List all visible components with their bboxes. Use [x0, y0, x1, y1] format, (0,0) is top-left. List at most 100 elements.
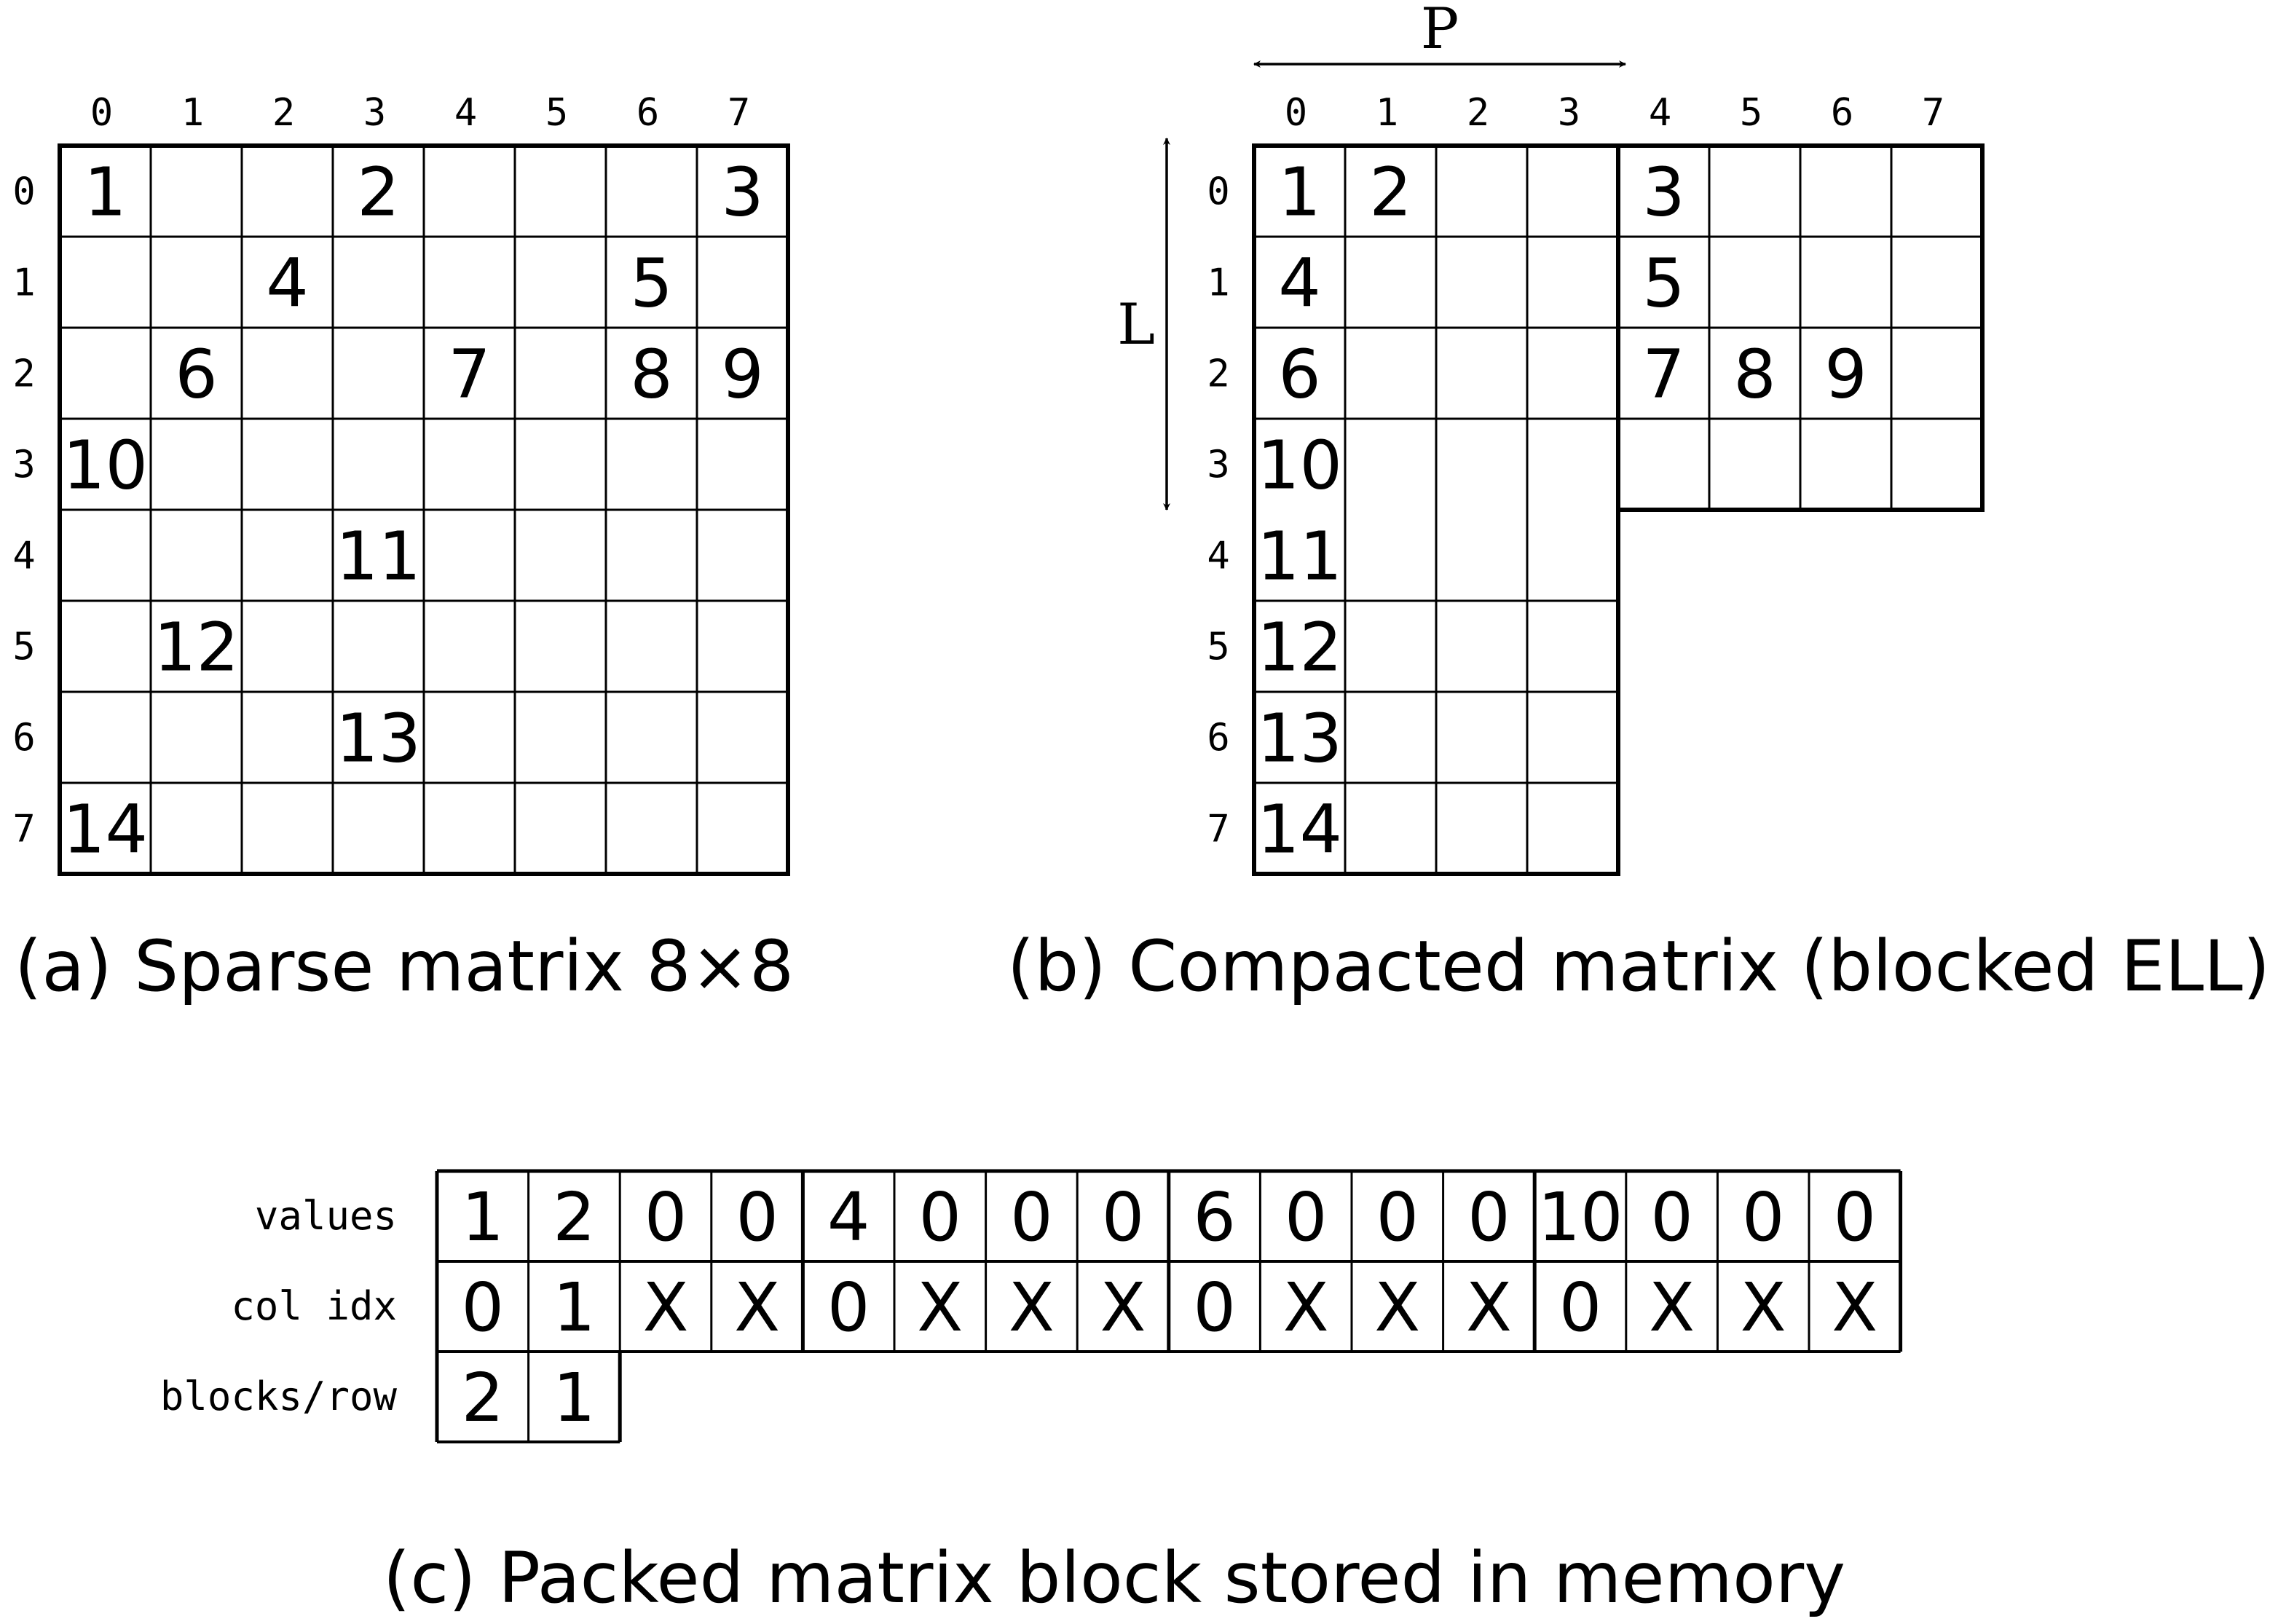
matrix-entry: 11	[336, 518, 421, 596]
packed-cell: 1	[462, 1178, 505, 1256]
matrix-entry: 4	[266, 245, 309, 323]
matrix-entry: 9	[721, 336, 764, 414]
matrix-entry: 8	[1733, 336, 1776, 414]
row-index: 3	[1207, 444, 1229, 487]
packed-cell: 0	[462, 1269, 505, 1347]
matrix-entry: 13	[1257, 700, 1342, 778]
column-index: 6	[1831, 91, 1853, 135]
packed-cell: 0	[919, 1178, 962, 1256]
column-index: 5	[1740, 91, 1762, 135]
packed-cell: X	[1283, 1269, 1329, 1347]
matrix-entry: 12	[154, 609, 239, 687]
column-index: 2	[272, 91, 295, 135]
packed-cell: 0	[827, 1269, 870, 1347]
matrix-border	[1252, 143, 1985, 876]
matrix-border	[58, 143, 790, 876]
p-dimension-label: P	[1421, 0, 1459, 62]
matrix-entry: 9	[1824, 336, 1867, 414]
packed-cell: X	[1741, 1269, 1786, 1347]
caption-sparse-matrix: (a) Sparse matrix 8×8	[15, 926, 794, 1007]
matrix-entry: 4	[1278, 245, 1321, 323]
row-index: 0	[12, 170, 35, 214]
packed-cell: 4	[827, 1178, 870, 1256]
packed-cell: X	[1100, 1269, 1146, 1347]
packed-cell: X	[1009, 1269, 1055, 1347]
packed-cell: 0	[736, 1178, 779, 1256]
packed-cell: 0	[1010, 1178, 1053, 1256]
packed-row-label: col idx	[231, 1283, 397, 1329]
row-index: 6	[1207, 717, 1229, 760]
packed-cell: X	[1832, 1269, 1877, 1347]
packed-cell: X	[734, 1269, 780, 1347]
packed-cell: X	[1374, 1269, 1420, 1347]
packed-cell: 0	[1650, 1178, 1693, 1256]
packed-cell: 0	[1285, 1178, 1328, 1256]
column-index: 0	[90, 91, 113, 135]
packed-cell: 1	[553, 1359, 596, 1437]
caption-compacted-matrix: (b) Compacted matrix (blocked ELL)	[1007, 926, 2270, 1007]
matrix-entry: 2	[357, 154, 400, 232]
row-index: 1	[1207, 261, 1229, 305]
packed-cell: 0	[1193, 1269, 1236, 1347]
column-index: 2	[1467, 91, 1489, 135]
matrix-entry: 5	[630, 245, 673, 323]
row-index: 2	[12, 352, 35, 396]
row-index: 5	[1207, 626, 1229, 669]
row-index: 4	[1207, 535, 1229, 578]
packed-cell: 0	[1834, 1178, 1877, 1256]
matrix-entry: 14	[63, 791, 148, 869]
column-index: 1	[181, 91, 204, 135]
column-index: 4	[1649, 91, 1671, 135]
matrix-entry: 6	[1278, 336, 1321, 414]
row-index: 4	[12, 535, 35, 578]
matrix-entry: 1	[84, 154, 127, 232]
packed-cell: X	[1649, 1269, 1695, 1347]
column-index: 5	[545, 91, 568, 135]
packed-cell: 6	[1193, 1178, 1236, 1256]
matrix-entry: 11	[1257, 518, 1342, 596]
matrix-entry: 8	[630, 336, 673, 414]
packed-cell: 10	[1537, 1178, 1623, 1256]
row-index: 0	[1207, 170, 1229, 214]
l-dimension-label: L	[1117, 292, 1155, 358]
matrix-entry: 3	[721, 154, 764, 232]
row-index: 6	[12, 717, 35, 760]
packed-cell: 0	[1102, 1178, 1145, 1256]
column-index: 0	[1285, 91, 1307, 135]
matrix-entry: 1	[1278, 154, 1321, 232]
matrix-entry: 5	[1642, 245, 1685, 323]
row-index: 1	[12, 261, 35, 305]
packed-cell: 2	[462, 1359, 505, 1437]
packed-cell: 0	[645, 1178, 687, 1256]
caption-packed-matrix: (c) Packed matrix block stored in memory	[383, 1537, 1845, 1619]
matrix-entry: 7	[448, 336, 491, 414]
packed-cell: 1	[553, 1269, 596, 1347]
row-index: 2	[1207, 352, 1229, 396]
column-index: 1	[1376, 91, 1398, 135]
matrix-entry: 14	[1257, 791, 1342, 869]
matrix-entry: 6	[175, 336, 218, 414]
matrix-entry: 13	[336, 700, 421, 778]
packed-cell: 0	[1742, 1178, 1785, 1256]
packed-cell: X	[917, 1269, 963, 1347]
row-index: 7	[1207, 808, 1229, 851]
matrix-entry: 3	[1642, 154, 1685, 232]
matrix-entry: 7	[1642, 336, 1685, 414]
matrix-entry: 2	[1369, 154, 1412, 232]
packed-cell: X	[1466, 1269, 1512, 1347]
column-index: 7	[728, 91, 750, 135]
matrix-entry: 12	[1257, 609, 1342, 687]
row-index: 5	[12, 626, 35, 669]
column-index: 4	[454, 91, 477, 135]
row-index: 7	[12, 808, 35, 851]
packed-cell: 0	[1467, 1178, 1510, 1256]
column-index: 3	[1558, 91, 1580, 135]
column-index: 3	[363, 91, 386, 135]
packed-cell: 2	[553, 1178, 596, 1256]
row-index: 3	[12, 444, 35, 487]
packed-cell: X	[642, 1269, 688, 1347]
